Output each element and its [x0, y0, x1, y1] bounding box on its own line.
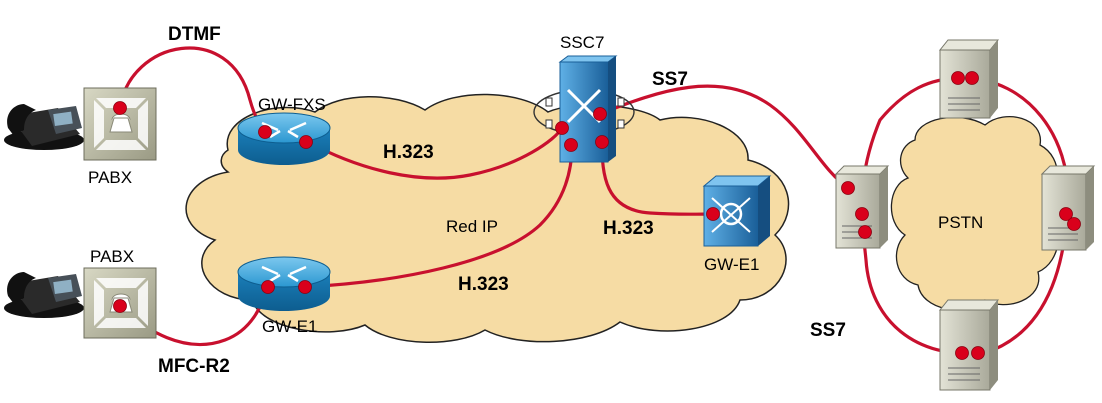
server-tower-icon — [1040, 165, 1096, 251]
link-h323-top — [306, 126, 564, 180]
label-ss7-top: SS7 — [652, 69, 688, 90]
device-label-ssc7: SSC7 — [560, 33, 604, 52]
link-h323-right — [600, 140, 714, 216]
telephone-icon — [4, 104, 84, 150]
label-ss7-bottom: SS7 — [810, 320, 846, 341]
label-h323-top: H.323 — [383, 142, 434, 163]
label-mfc-r2: MFC-R2 — [158, 356, 230, 377]
pabx-icon — [83, 87, 157, 161]
label-h323-middle: H.323 — [603, 218, 654, 239]
device-label-gw-fxs: GW-FXS — [258, 95, 326, 114]
server-tower-icon — [938, 39, 1000, 119]
link-h323-bottom — [303, 143, 574, 289]
label-pstn: PSTN — [938, 213, 983, 232]
pstn-cloud — [890, 116, 1060, 311]
pstn-ring — [860, 76, 1070, 356]
device-label-gw-e1-right: GW-E1 — [704, 255, 759, 274]
server-tower-icon — [938, 299, 1000, 391]
router-icon — [237, 256, 331, 311]
label-h323-bottom: H.323 — [458, 274, 509, 295]
device-label-pabx-bottom: PABX — [90, 247, 134, 266]
link-ss7-top — [598, 84, 850, 190]
device-label-pabx-top: PABX — [88, 168, 132, 187]
label-red-ip: Red IP — [446, 217, 498, 236]
connection-points — [113, 71, 1081, 360]
device-label-gw-e1-left: GW-E1 — [262, 317, 317, 336]
telephone-icon — [4, 272, 84, 318]
router-icon — [237, 112, 331, 165]
label-dtmf: DTMF — [168, 24, 221, 45]
